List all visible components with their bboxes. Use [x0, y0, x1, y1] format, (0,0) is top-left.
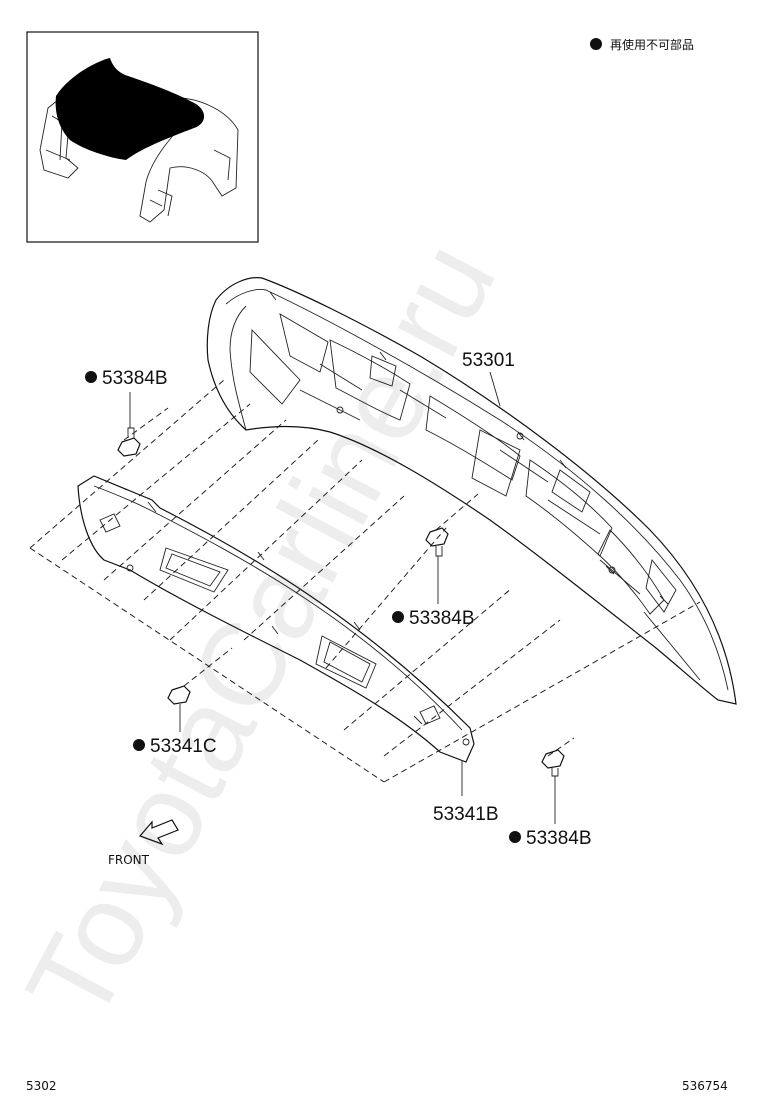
callout-53341C: 53341C — [150, 736, 217, 757]
clip-insulator: 53341C — [133, 685, 217, 757]
hood-panel — [206, 277, 737, 705]
front-arrow-icon — [138, 819, 179, 846]
clip-lower-right: 53384B — [509, 749, 592, 849]
hood-insulator — [77, 475, 475, 763]
callout-53384B-middle: 53384B — [409, 608, 475, 629]
front-direction: FRONT — [108, 819, 179, 867]
legend-text: 再使用不可部品 — [610, 37, 694, 52]
callout-insulator: 53341B — [433, 760, 499, 825]
callout-53341B: 53341B — [433, 804, 499, 825]
front-label: FRONT — [108, 853, 150, 867]
watermark: ToyotaCarline.ru — [1, 222, 521, 1043]
legend: 再使用不可部品 — [590, 37, 694, 52]
callout-53384B-upper-left: 53384B — [102, 368, 168, 389]
assembly-guides — [29, 379, 701, 783]
clip-upper-left: 53384B — [85, 368, 168, 457]
clip-middle: 53384B — [392, 527, 475, 629]
illustration-number: 536754 — [682, 1079, 728, 1093]
page-code: 5302 — [26, 1079, 57, 1093]
callout-53384B-lower-right: 53384B — [526, 828, 592, 849]
callout-hood: 53301 — [462, 350, 515, 407]
callout-53301: 53301 — [462, 350, 515, 371]
overview-inset — [26, 31, 259, 243]
